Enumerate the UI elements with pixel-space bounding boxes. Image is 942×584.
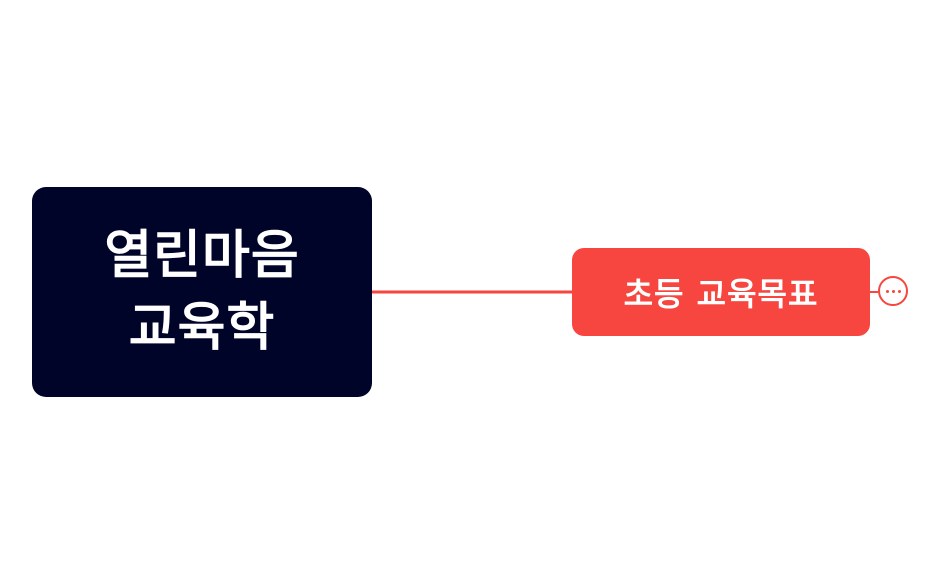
collapse-toggle-button[interactable]	[878, 276, 908, 306]
root-topic-label: 열린마음 교육학	[104, 226, 300, 358]
ellipsis-icon-dot	[891, 289, 895, 293]
ellipsis-icon-dot	[897, 289, 901, 293]
child-topic-label: 초등 교육목표	[623, 275, 819, 313]
root-topic-node[interactable]: 열린마음 교육학	[32, 187, 372, 397]
child-topic-node[interactable]: 초등 교육목표	[572, 248, 870, 336]
ellipsis-icon	[885, 289, 889, 293]
